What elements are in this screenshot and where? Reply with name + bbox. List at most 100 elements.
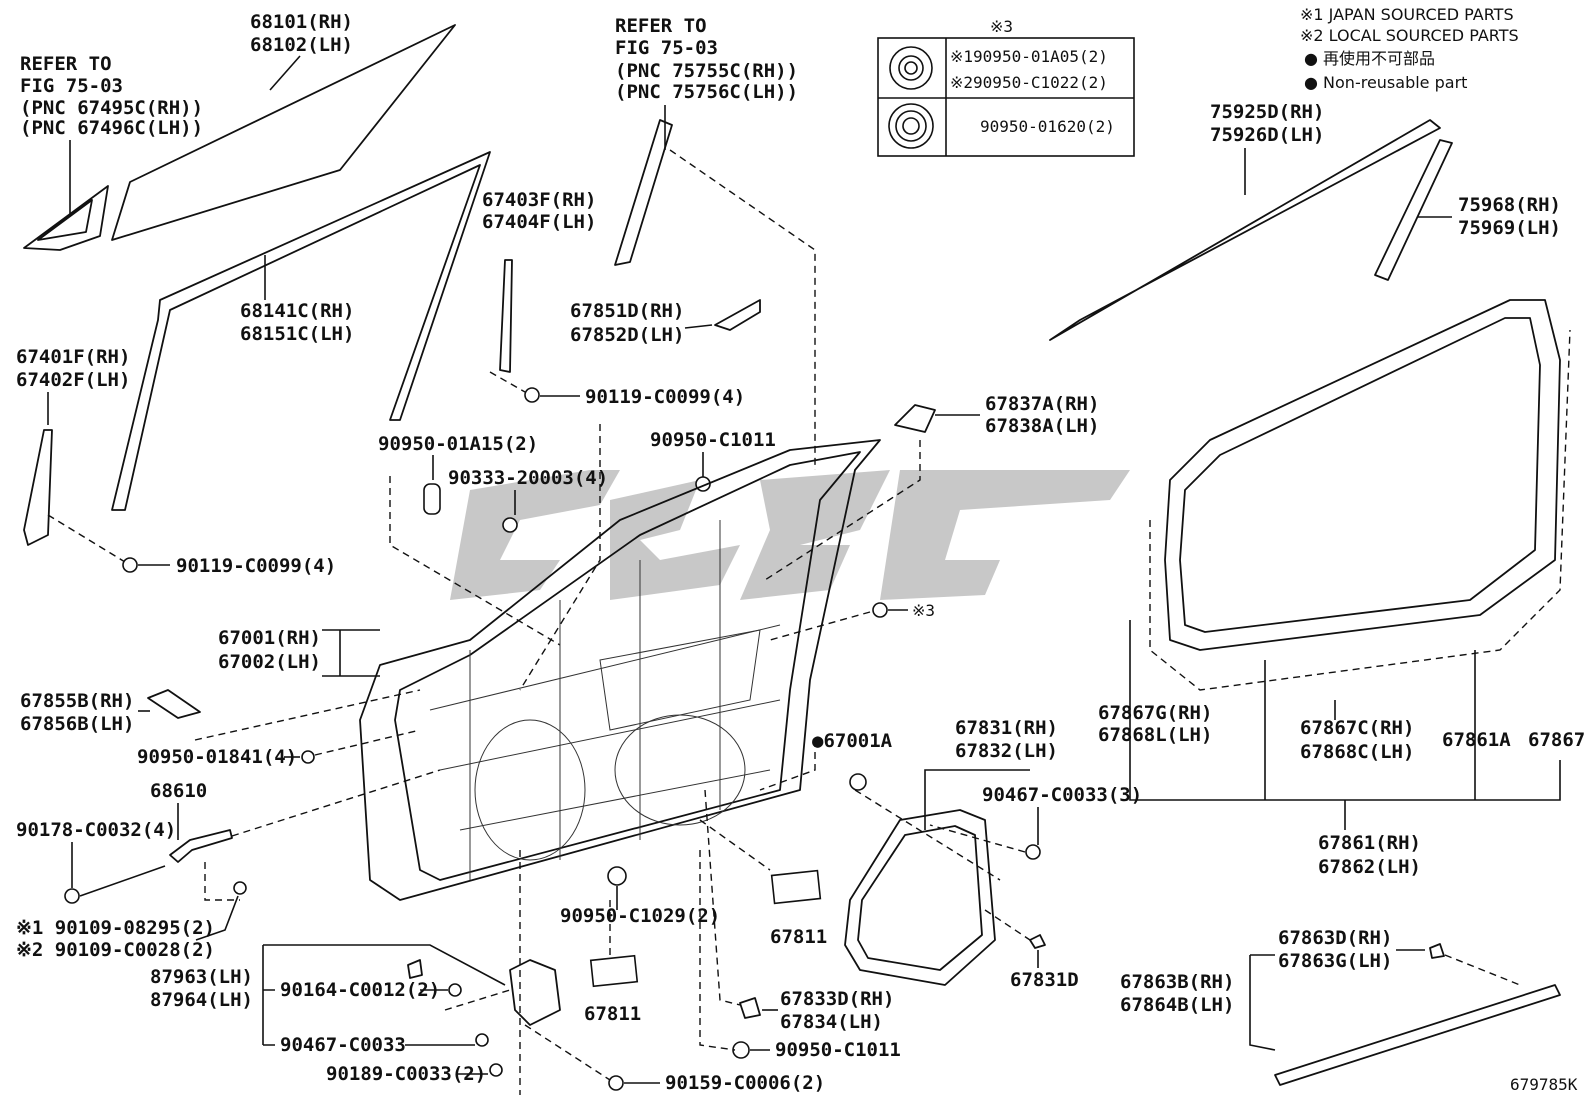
trim-label-lh: 67856B(LH) (20, 713, 134, 735)
cover-label-lh: 67832(LH) (955, 740, 1058, 762)
clip-label-5: 90467-C0033(3) (982, 784, 1142, 806)
moulding-label-lh: 75926D(LH) (1210, 124, 1324, 146)
corner-piece-shape (23, 185, 109, 251)
legend: ※1 JAPAN SOURCED PARTS ※2 LOCAL SOURCED … (1300, 5, 1519, 92)
cover-label-rh: 67831(RH) (955, 717, 1058, 739)
bracket-label-lh: 67852D(LH) (570, 324, 684, 346)
clip-label-1: 90164-C0012(2) (280, 979, 440, 1001)
glass-label-rh: 68101(RH) (250, 11, 353, 33)
plug-label-5: 90950-C1011 (775, 1039, 901, 1061)
ws2-label-rh: 67867C(RH) (1300, 717, 1414, 739)
grommet-row2: 90950-01620(2) (980, 117, 1115, 136)
moulding-label-rh: 75925D(RH) (1210, 101, 1324, 123)
retainer-label-rh: 67833D(RH) (780, 988, 894, 1010)
retainer-67833d: 67833D(RH) 67834(LH) 90950-C1011 (699, 789, 901, 1061)
ws-label-rh: 67861(RH) (1318, 832, 1421, 854)
plug-label-2: 90950-C1011 (650, 429, 776, 451)
ws1-label-rh: 67867G(RH) (1098, 702, 1212, 724)
hinge-label-rh: 67837A(RH) (985, 393, 1099, 415)
rear-label-lh: 67404F(LH) (482, 211, 596, 233)
glass-run: 68141C(RH) 68151C(LH) (111, 151, 491, 511)
svg-text:(PNC 67495C(RH)): (PNC 67495C(RH)) (20, 97, 203, 119)
sheet-label-2: 67811 (584, 1003, 641, 1025)
legend-nonreusable-en: ● Non-reusable part (1304, 73, 1467, 92)
clip-label-6: 67831D (1010, 969, 1079, 991)
pillar-label-rh: 75968(RH) (1458, 194, 1561, 216)
lw-label-lh: 67863G(LH) (1278, 950, 1392, 972)
screw-label-1: 90333-20003(4) (448, 467, 608, 489)
trim-67855b: 67855B(RH) 67856B(LH) 90950-01841(4) (20, 689, 421, 768)
sheet-label-1: 67811 (770, 926, 827, 948)
rear-label-rh: 67403F(RH) (482, 189, 596, 211)
svg-text:REFER TO: REFER TO (615, 15, 707, 37)
clip-label-2: 90467-C0033 (280, 1034, 406, 1056)
figure-id: 679785K (1510, 1075, 1578, 1094)
service-cover: 67831(RH) 67832(LH) 90467-C0033(3) 67831… (844, 717, 1142, 991)
bolt-label-b1: ※1 90109-08295(2) (16, 917, 215, 939)
door-weatherstrip: 67867G(RH) 67868L(LH) 67867C(RH) 67868C(… (1098, 299, 1585, 878)
bracket-label-rh: 67851D(RH) (570, 300, 684, 322)
legend-nonreusable-jp: ● 再使用不可部品 (1304, 49, 1435, 68)
channel-label-lh: 67402F(LH) (16, 369, 130, 391)
grommet-ref-star3: ※3 (912, 601, 935, 620)
grommet-row1-b: ※290950-C1022(2) (950, 73, 1108, 92)
ws2-label-lh: 67868C(LH) (1300, 741, 1414, 763)
bracket-67851d: 67851D(RH) 67852D(LH) (570, 299, 761, 346)
lwb-label-rh: 67863B(RH) (1120, 971, 1234, 993)
nut-label-1: 90178-C0032(4) (16, 819, 176, 841)
legend-local: ※2 LOCAL SOURCED PARTS (1300, 26, 1519, 45)
door-label-lh: 67002(LH) (218, 651, 321, 673)
pillar-label-lh: 75969(LH) (1458, 217, 1561, 239)
bolt-label-1: 90119-C0099(4) (176, 555, 336, 577)
ws-label-lh: 67862(LH) (1318, 856, 1421, 878)
clip-label-3: 90189-C0033(2) (326, 1063, 486, 1085)
belt-moulding: 75925D(RH) 75926D(LH) (1049, 101, 1441, 341)
plug-label-3: 90950-01841(4) (137, 746, 297, 768)
channel-label-rh: 67401F(RH) (16, 346, 130, 368)
grommet-table-header: ※3 (990, 17, 1013, 36)
run-label-lh: 68151C(LH) (240, 323, 354, 345)
ws1-label-lh: 67868L(LH) (1098, 724, 1212, 746)
plug-label-4: 90950-C1029(2) (560, 905, 720, 927)
svg-text:FIG 75-03: FIG 75-03 (20, 75, 123, 97)
clip-label-4: 90159-C0006(2) (665, 1072, 825, 1094)
door-lock: 87963(LH) 87964(LH) 90164-C0012(2) 90467… (150, 850, 825, 1095)
ws3-label: 67861A (1442, 729, 1511, 751)
rear-channel: 67403F(RH) 67404F(LH) 90119-C0099(4) (482, 189, 745, 408)
legend-japan: ※1 JAPAN SOURCED PARTS (1300, 5, 1514, 24)
lower-weatherstrip: 67863D(RH) 67863G(LH) 67863B(RH) 67864B(… (1120, 927, 1561, 1086)
svg-text:(PNC 75756C(LH)): (PNC 75756C(LH)) (615, 81, 798, 103)
speaker-label-2: 87964(LH) (150, 989, 253, 1011)
check-label: 68610 (150, 780, 207, 802)
trim-label-rh: 67855B(RH) (20, 690, 134, 712)
ws4-label: 67867 (1528, 729, 1585, 751)
glass-label-lh: 68102(LH) (250, 34, 353, 56)
retainer-label-lh: 67834(LH) (780, 1011, 883, 1033)
bolt-label-2: 90119-C0099(4) (585, 386, 745, 408)
hinge-67837a: 67837A(RH) 67838A(LH) (764, 393, 1099, 581)
door-panel: 67001(RH) 67002(LH) (218, 439, 881, 901)
svg-text:(PNC 67496C(LH)): (PNC 67496C(LH)) (20, 117, 203, 139)
stud-label: ●67001A (812, 730, 893, 752)
grommet-row1-a: ※190950-01A05(2) (950, 47, 1108, 66)
refer-note-1: REFER TO FIG 75-03 (PNC 67495C(RH)) (PNC… (20, 53, 203, 215)
refer-note-2: REFER TO FIG 75-03 (PNC 75755C(RH)) (PNC… (615, 15, 798, 150)
door-label-rh: 67001(RH) (218, 627, 321, 649)
svg-text:REFER TO: REFER TO (20, 53, 112, 75)
pillar-cover-shape (614, 119, 673, 266)
hinge-label-lh: 67838A(LH) (985, 415, 1099, 437)
svg-text:(PNC 75755C(RH)): (PNC 75755C(RH)) (615, 60, 798, 82)
run-label-rh: 68141C(RH) (240, 300, 354, 322)
lwb-label-lh: 67864B(LH) (1120, 994, 1234, 1016)
lw-label-rh: 67863D(RH) (1278, 927, 1392, 949)
pillar-garnish: 75968(RH) 75969(LH) (1374, 139, 1561, 281)
watermark-logo (450, 470, 1130, 600)
bolt-label-b2: ※2 90109-C0028(2) (16, 939, 215, 961)
svg-text:FIG 75-03: FIG 75-03 (615, 37, 718, 59)
door-glass: 68101(RH) 68102(LH) (111, 11, 456, 241)
speaker-label-1: 87963(LH) (150, 966, 253, 988)
plug-label-1: 90950-01A15(2) (378, 433, 538, 455)
grommet-table: ※3 ※190950-01A05(2) ※290950-C1022(2) 909… (877, 17, 1135, 157)
front-channel: 67401F(RH) 67402F(LH) 90119-C0099(4) (16, 346, 336, 577)
